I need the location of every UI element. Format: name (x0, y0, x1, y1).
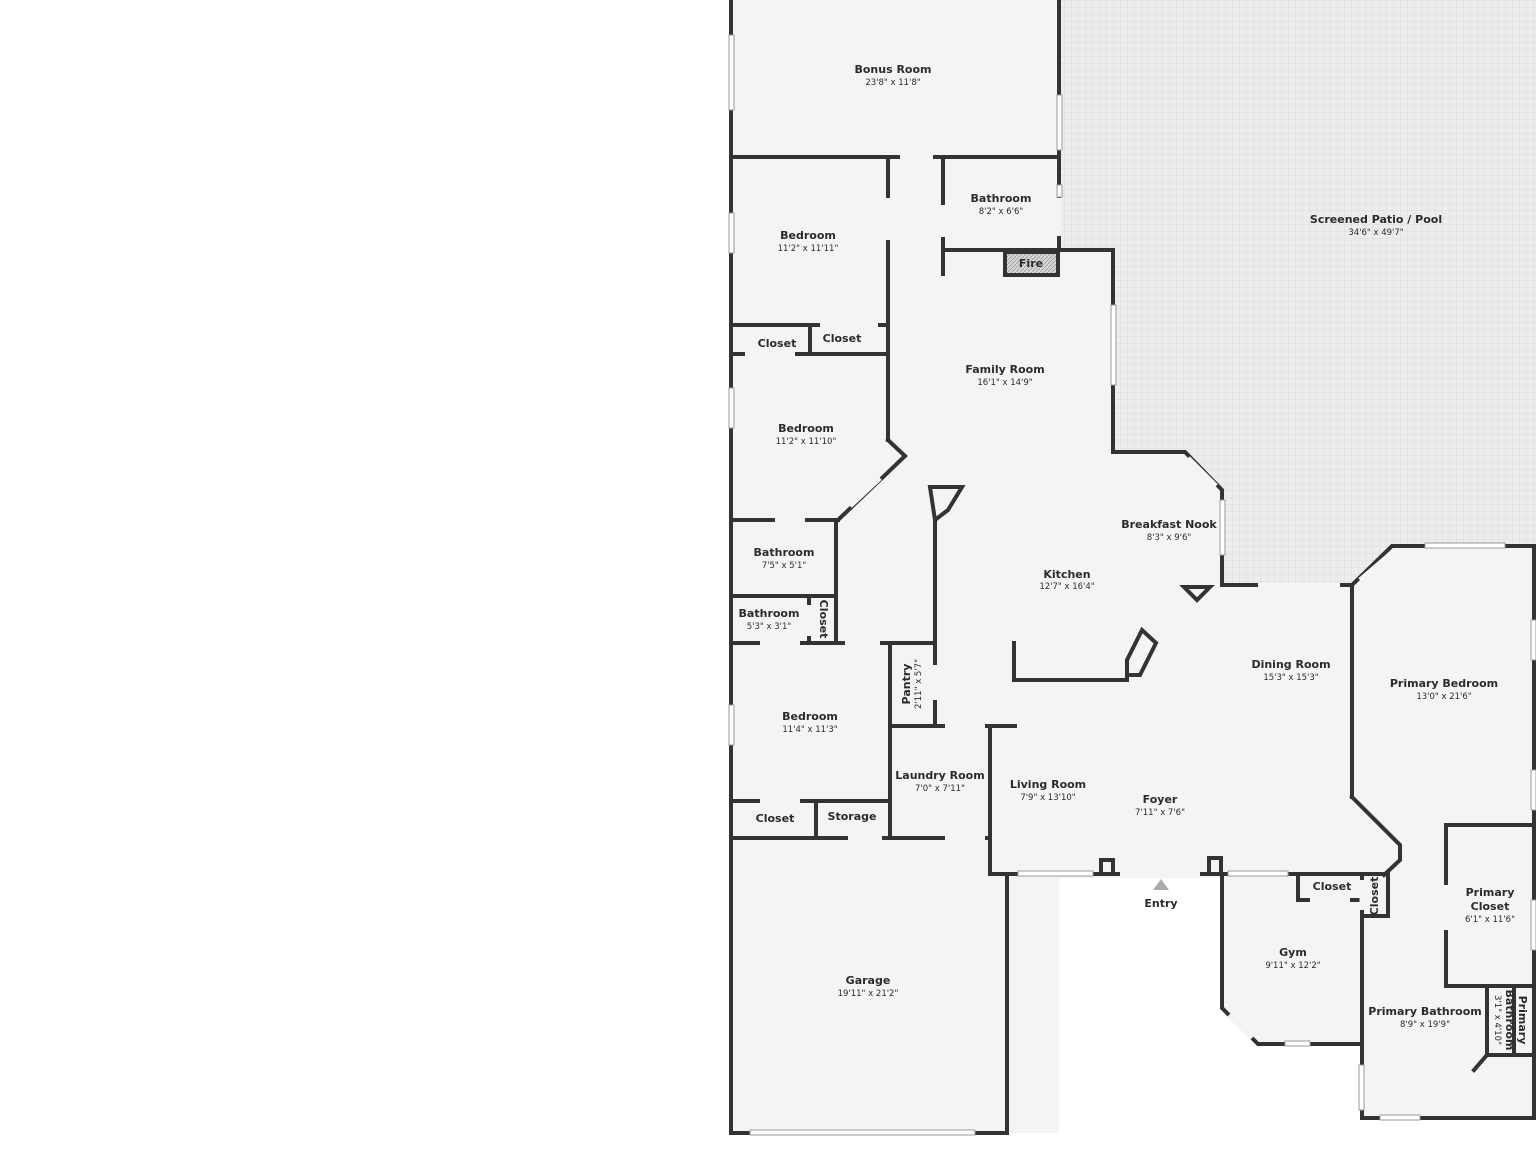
foyer-name: Foyer (1143, 793, 1178, 806)
pillars (927, 485, 1223, 876)
primary-bathroom-small-line2: Bathroom (1503, 990, 1516, 1051)
primary-bathroom-small-line1: Primary (1516, 996, 1529, 1045)
bedroom-2-name: Bedroom (778, 422, 834, 435)
primary-closet-name-line2: Closet (1471, 900, 1510, 913)
fireplace (1003, 250, 1060, 277)
interior-floor (732, 0, 1536, 1133)
laundry-room-dim: 7'0" x 7'11" (915, 784, 965, 794)
bathroom-mid-name: Bathroom (754, 546, 815, 559)
gym-name: Gym (1279, 946, 1307, 959)
family-room-name: Family Room (965, 363, 1044, 376)
bedroom-1-name: Bedroom (780, 229, 836, 242)
entry-label: Entry (1144, 897, 1177, 910)
windows (728, 34, 1536, 1136)
fire-label: Fire (1019, 257, 1043, 270)
storage-name: Storage (828, 810, 877, 823)
dining-room-dim: 15'3" x 15'3" (1263, 673, 1318, 683)
bonus-room-dim: 23'8" x 11'8" (865, 78, 920, 88)
dining-room-name: Dining Room (1251, 658, 1330, 671)
kitchen-name: Kitchen (1043, 568, 1090, 581)
family-room-dim: 16'1" x 14'9" (977, 378, 1032, 388)
gym-dim: 9'11" x 12'2" (1265, 961, 1320, 971)
closet-4-name: Closet (756, 812, 795, 825)
pantry-name: Pantry (900, 664, 913, 705)
door-openings (745, 154, 1449, 1040)
primary-bathroom-dim: 8'9" x 19'9" (1400, 1020, 1450, 1030)
screened-patio-name: Screened Patio / Pool (1310, 213, 1442, 226)
living-room-name: Living Room (1010, 778, 1086, 791)
bathroom-upper-name: Bathroom (971, 192, 1032, 205)
breakfast-nook-name: Breakfast Nook (1121, 518, 1217, 531)
garage-name: Garage (846, 974, 891, 987)
screened-patio-dim: 34'6" x 49'7" (1348, 228, 1403, 238)
laundry-room-name: Laundry Room (895, 769, 984, 782)
primary-bathroom-small-dim: 3'1" x 4'10" (1492, 995, 1502, 1045)
living-room-dim: 7'9" x 13'10" (1020, 793, 1075, 803)
foyer-dim: 7'11" x 7'6" (1135, 808, 1185, 818)
bathroom-small-name: Bathroom (739, 607, 800, 620)
primary-bedroom-dim: 13'0" x 21'6" (1416, 692, 1471, 702)
bonus-room-name: Bonus Room (854, 63, 931, 76)
closet-5-name: Closet (1313, 880, 1352, 893)
bedroom-3-name: Bedroom (782, 710, 838, 723)
bathroom-upper-dim: 8'2" x 6'6" (979, 207, 1024, 217)
primary-bathroom-name: Primary Bathroom (1368, 1005, 1481, 1018)
closet-2-name: Closet (823, 332, 862, 345)
bathroom-small-dim: 5'3" x 3'1" (747, 622, 792, 632)
closet-6-name: Closet (1368, 877, 1381, 916)
garage-dim: 19'11" x 21'2" (838, 989, 899, 999)
closet-3-name: Closet (817, 600, 830, 639)
bedroom-3-dim: 11'4" x 11'3" (782, 725, 837, 735)
primary-closet-dim: 6'1" x 11'6" (1465, 915, 1515, 925)
screened-patio-floor (1060, 0, 1536, 585)
pantry-dim: 2'11" x 5'7" (914, 659, 924, 709)
primary-closet-name-line1: Primary (1466, 886, 1515, 899)
breakfast-nook-dim: 8'3" x 9'6" (1147, 533, 1192, 543)
bathroom-mid-dim: 7'5" x 5'1" (762, 561, 807, 571)
bedroom-2-dim: 11'2" x 11'10" (776, 437, 837, 447)
kitchen-dim: 12'7" x 16'4" (1039, 582, 1094, 592)
entry-arrow-icon (1153, 879, 1169, 890)
primary-bedroom-name: Primary Bedroom (1390, 677, 1498, 690)
closet-1-name: Closet (758, 337, 797, 350)
bedroom-1-dim: 11'2" x 11'11" (778, 244, 839, 254)
room-labels: Bonus Room 23'8" x 11'8" Bedroom 11'2" x… (739, 63, 1529, 1050)
